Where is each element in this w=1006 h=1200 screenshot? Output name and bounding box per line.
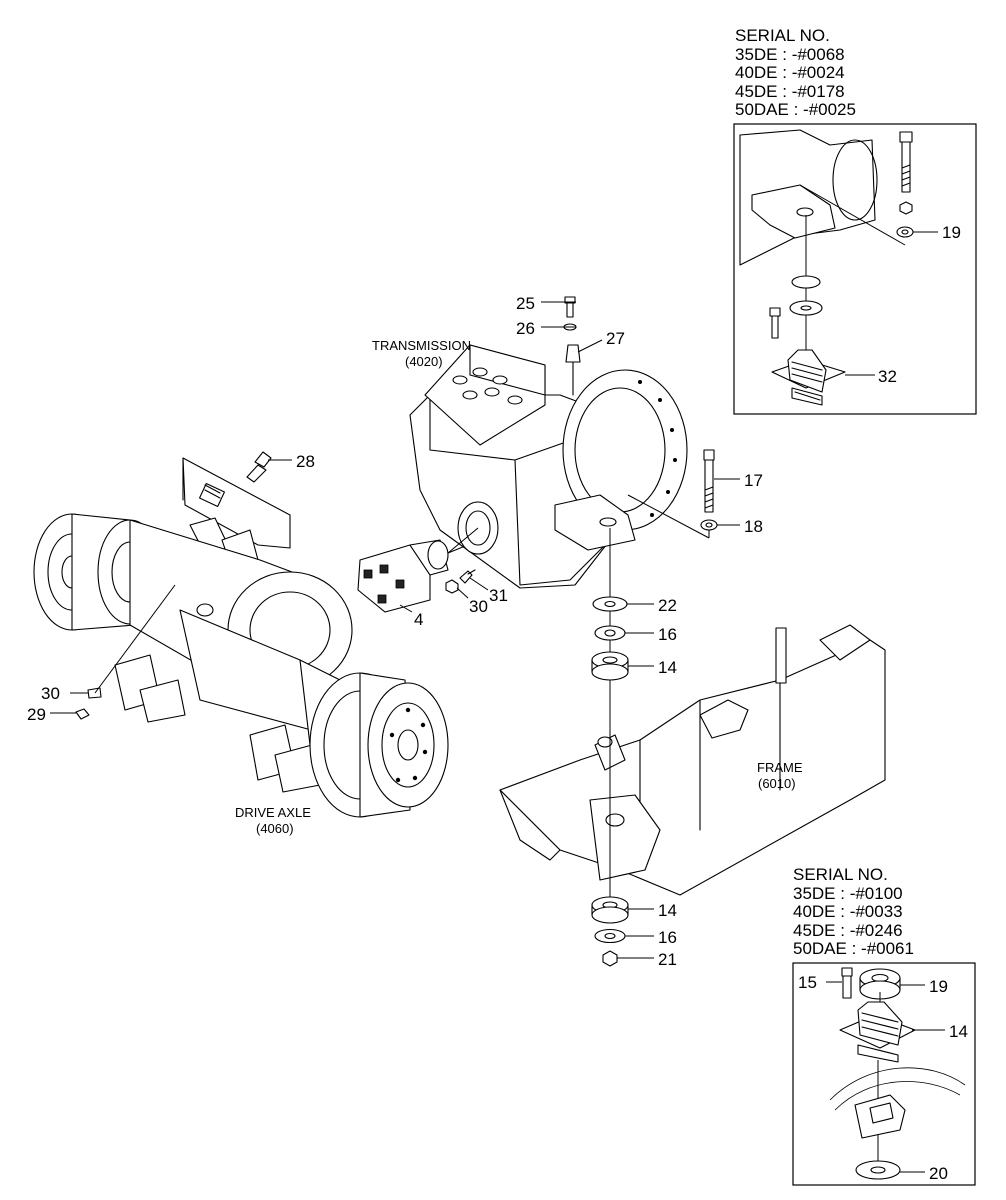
callout-19-bottom-inset: 19 [929, 977, 948, 996]
callout-16-upper: 16 [658, 625, 677, 644]
serial-block-bottom: SERIAL NO. 35DE : -#0100 40DE : -#0033 4… [793, 865, 914, 959]
callout-4: 4 [414, 610, 423, 629]
inset-top [733, 123, 977, 415]
part-callouts: 25 26 27 28 17 18 22 16 14 31 30 4 30 29… [27, 223, 968, 1183]
drive-axle-code: (4060) [256, 821, 294, 836]
serial-line: 40DE : -#0024 [735, 63, 845, 82]
frame-code: (6010) [758, 776, 796, 791]
callout-21: 21 [658, 950, 677, 969]
callout-14-inset: 14 [949, 1022, 968, 1041]
coupling-part-4 [357, 539, 481, 613]
serial-title-bottom: SERIAL NO. [793, 865, 888, 884]
fasteners [75, 296, 577, 720]
callout-14-upper: 14 [658, 658, 677, 677]
callout-22: 22 [658, 596, 677, 615]
callout-27: 27 [606, 329, 625, 348]
frame-label: FRAME [757, 760, 803, 775]
transmission-assembly [409, 344, 688, 589]
callout-19-top-inset: 19 [942, 223, 961, 242]
callout-28: 28 [296, 452, 315, 471]
serial-line: 40DE : -#0033 [793, 902, 903, 921]
callout-18: 18 [744, 517, 763, 536]
serial-line: 45DE : -#0246 [793, 920, 903, 940]
callout-32: 32 [878, 367, 897, 386]
inset-bottom [792, 962, 976, 1186]
callout-17: 17 [744, 471, 763, 490]
callout-30-center: 30 [469, 597, 488, 616]
callout-14-lower: 14 [658, 901, 677, 920]
serial-line: 35DE : -#0068 [735, 44, 845, 64]
callout-20: 20 [929, 1164, 948, 1183]
transmission-code: (4020) [405, 354, 443, 369]
serial-title-top: SERIAL NO. [735, 26, 830, 45]
callout-25: 25 [516, 294, 535, 313]
callout-31: 31 [489, 586, 508, 605]
callout-16-lower: 16 [658, 928, 677, 947]
drive-axle-label: DRIVE AXLE [235, 805, 311, 820]
leader-lines [50, 231, 945, 1173]
serial-line: 50DAE : -#0025 [735, 100, 856, 119]
serial-line: 50DAE : -#0061 [793, 939, 914, 958]
serial-line: 35DE : -#0100 [793, 883, 903, 903]
callout-15: 15 [798, 973, 817, 992]
serial-line: 45DE : -#0178 [735, 81, 845, 101]
drive-axle-assembly [33, 457, 449, 818]
callout-26: 26 [516, 319, 535, 338]
callout-30-left: 30 [41, 684, 60, 703]
serial-block-top: SERIAL NO. 35DE : -#0068 40DE : -#0024 4… [735, 26, 856, 120]
transmission-label: TRANSMISSION [372, 338, 471, 353]
assembly-labels: TRANSMISSION (4020) DRIVE AXLE (4060) FR… [235, 338, 803, 836]
frame-assembly [499, 624, 886, 896]
callout-29: 29 [27, 705, 46, 724]
mount-stack [591, 449, 718, 967]
